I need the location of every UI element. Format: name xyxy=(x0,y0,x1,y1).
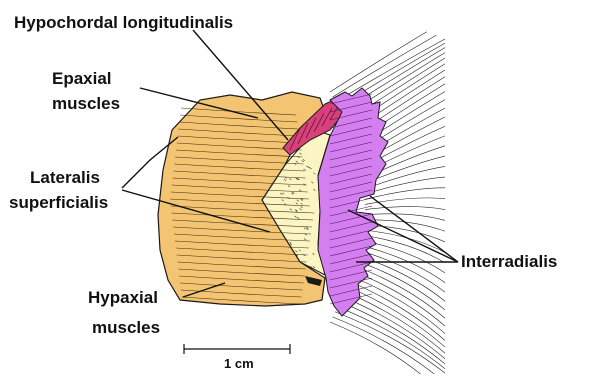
label-epaxial-line2: muscles xyxy=(52,94,120,113)
label-interradialis: Interradialis xyxy=(461,252,557,271)
fin-ray xyxy=(332,317,438,374)
fin-ray xyxy=(360,245,445,282)
label-hypaxial-line2: muscles xyxy=(92,318,160,337)
label-hypochordal-longitudinalis: Hypochordal longitudinalis xyxy=(14,13,233,32)
fin-ray xyxy=(365,214,445,221)
label-hypaxial-line1: Hypaxial xyxy=(88,288,158,307)
label-lateralis-line2: superficialis xyxy=(9,193,108,212)
fin-ray xyxy=(330,322,429,374)
fin-ray xyxy=(363,230,445,252)
scale-bar xyxy=(184,344,290,354)
label-lateralis-line1: Lateralis xyxy=(30,168,100,187)
fin-ray xyxy=(349,281,445,340)
fin-ray xyxy=(365,188,445,200)
fin-ray xyxy=(346,286,445,347)
scale-bar-label: 1 cm xyxy=(224,356,254,371)
fin-ray xyxy=(332,35,436,97)
fin-ray xyxy=(335,312,445,373)
fin-ray xyxy=(356,261,445,310)
fin-ray xyxy=(365,207,445,210)
label-epaxial-line1: Epaxial xyxy=(52,69,112,88)
fin-ray xyxy=(362,235,445,263)
